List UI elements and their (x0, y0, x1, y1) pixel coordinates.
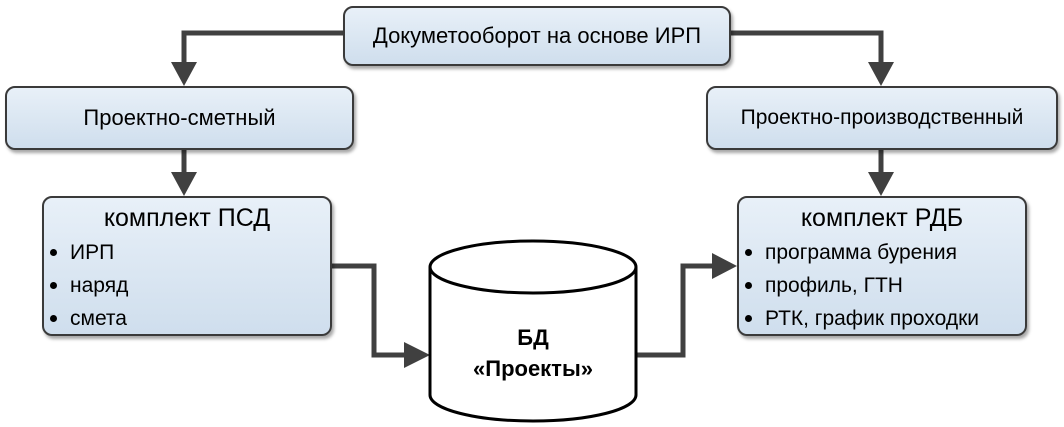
arrow-db-to-rdb (636, 263, 712, 358)
node-design-production-label: Проектно-производственный (740, 106, 1024, 129)
box-rdb-set: комплект РДБ программа бурения профиль, … (737, 196, 1027, 336)
database-label-line1: БД (517, 325, 549, 350)
database-label-line2: «Проекты» (473, 356, 593, 381)
list-item: профиль, ГТН (745, 269, 1025, 302)
node-design-estimate: Проектно-сметный (5, 86, 354, 150)
node-design-production: Проектно-производственный (706, 86, 1058, 150)
node-design-estimate-label: Проектно-сметный (83, 105, 276, 130)
arrowhead-psd-to-db (404, 342, 430, 368)
list-item: РТК, график проходки (745, 302, 1025, 335)
node-document-flow: Докуметооборот на основе ИРП (343, 6, 731, 66)
arrow-top-to-right (730, 30, 884, 62)
box-psd-list: ИРП наряд смета (44, 236, 330, 335)
arrowhead-db-to-rdb (712, 253, 737, 279)
arrow-top-to-left (181, 30, 344, 62)
box-psd-title: комплект ПСД (103, 204, 271, 232)
arrowhead-right-to-rdb (868, 172, 894, 196)
box-psd-set: комплект ПСД ИРП наряд смета (42, 196, 332, 336)
list-item: ИРП (50, 236, 330, 269)
node-document-flow-label: Докуметооборот на основе ИРП (372, 23, 702, 48)
list-item: программа бурения (745, 236, 1025, 269)
database-cylinder-icon (428, 239, 638, 423)
arrowhead-top-to-left (171, 62, 197, 86)
arrowhead-left-to-psd (171, 172, 197, 196)
list-item: наряд (50, 269, 330, 302)
box-rdb-title: комплект РДБ (800, 204, 964, 232)
database-label: БД «Проекты» (430, 322, 636, 384)
box-rdb-list: программа бурения профиль, ГТН РТК, граф… (739, 236, 1025, 335)
arrowhead-top-to-right (868, 62, 894, 86)
list-item: смета (50, 302, 330, 335)
arrow-psd-to-db (332, 263, 404, 358)
